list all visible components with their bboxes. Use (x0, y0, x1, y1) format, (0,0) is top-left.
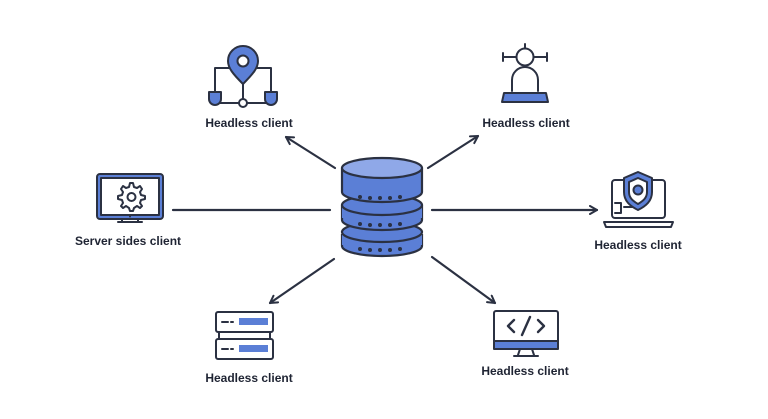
node-label-top-left: Headless client (205, 116, 293, 130)
database-icon (340, 156, 424, 258)
connector-bottom-right (430, 255, 497, 305)
monitor-gear-icon (96, 173, 164, 223)
connector-bottom-left (268, 257, 336, 305)
node-label-top-right: Headless client (482, 116, 570, 130)
node-label-left: Server sides client (74, 234, 182, 248)
network-pin-icon (208, 45, 278, 108)
user-network-icon (501, 43, 549, 103)
node-label-bottom-right: Headless client (481, 364, 569, 378)
node-label-right: Headless client (594, 238, 682, 252)
laptop-shield-icon (603, 171, 674, 228)
server-rack-icon (215, 311, 274, 360)
monitor-code-icon (493, 310, 559, 357)
connectors (171, 134, 599, 305)
connector-top-left (284, 135, 337, 170)
connector-top-right (426, 134, 480, 170)
node-label-bottom-left: Headless client (205, 371, 293, 385)
